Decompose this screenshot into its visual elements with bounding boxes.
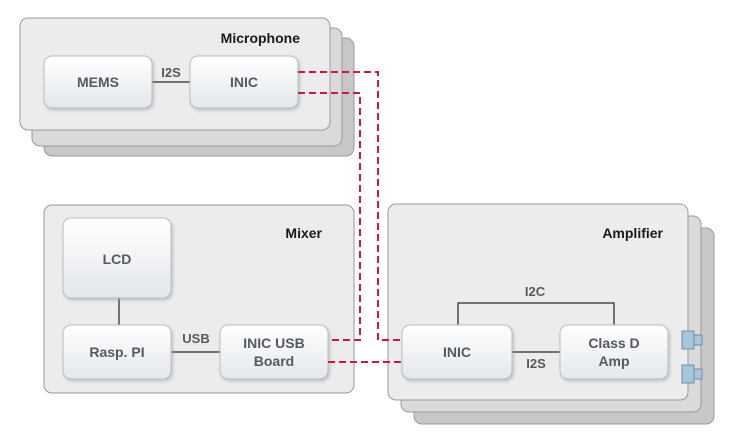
inic-usb-label-line2: Board [254, 353, 294, 369]
amplifier-group: Amplifier I2C I2S INIC Class D Amp [387, 203, 715, 425]
microphone-title: Microphone [221, 30, 301, 46]
mixer-title: Mixer [285, 225, 322, 241]
mic-inic-chip[interactable]: INIC [189, 55, 299, 109]
speaker-connector-icon [681, 330, 703, 350]
raspi-chip[interactable]: Rasp. PI [62, 324, 172, 380]
ring-line-outer [298, 71, 402, 341]
i2c-wire [457, 302, 615, 325]
amp-i2s-label: I2S [526, 356, 546, 371]
usb-label: USB [182, 331, 209, 346]
lcd-chip[interactable]: LCD [62, 217, 172, 299]
i2c-label: I2C [525, 284, 546, 299]
amp-inic-chip[interactable]: INIC [401, 324, 513, 380]
speaker-connector-icon [681, 364, 703, 384]
lcd-label: LCD [103, 251, 132, 267]
microphone-group: Microphone I2S MEMS INIC [19, 17, 355, 157]
ring-line-mic-to-mixer [298, 92, 361, 341]
mic-i2s-label: I2S [161, 65, 181, 80]
amp-inic-label: INIC [443, 344, 471, 360]
class-d-label-line1: Class D [588, 335, 639, 351]
raspi-label: Rasp. PI [89, 344, 144, 360]
class-d-amp-chip[interactable]: Class D Amp [559, 324, 669, 380]
mixer-group: Mixer USB LCD Rasp. PI INIC USB Board [43, 204, 355, 394]
inic-usb-label-line1: INIC USB [243, 335, 304, 351]
ring-connections [298, 71, 402, 363]
mems-chip[interactable]: MEMS [43, 55, 153, 109]
mems-label: MEMS [77, 74, 119, 90]
mic-inic-label: INIC [230, 74, 258, 90]
class-d-label-line2: Amp [598, 353, 629, 369]
amplifier-title: Amplifier [602, 225, 663, 241]
inic-usb-board-chip[interactable]: INIC USB Board [219, 324, 329, 380]
